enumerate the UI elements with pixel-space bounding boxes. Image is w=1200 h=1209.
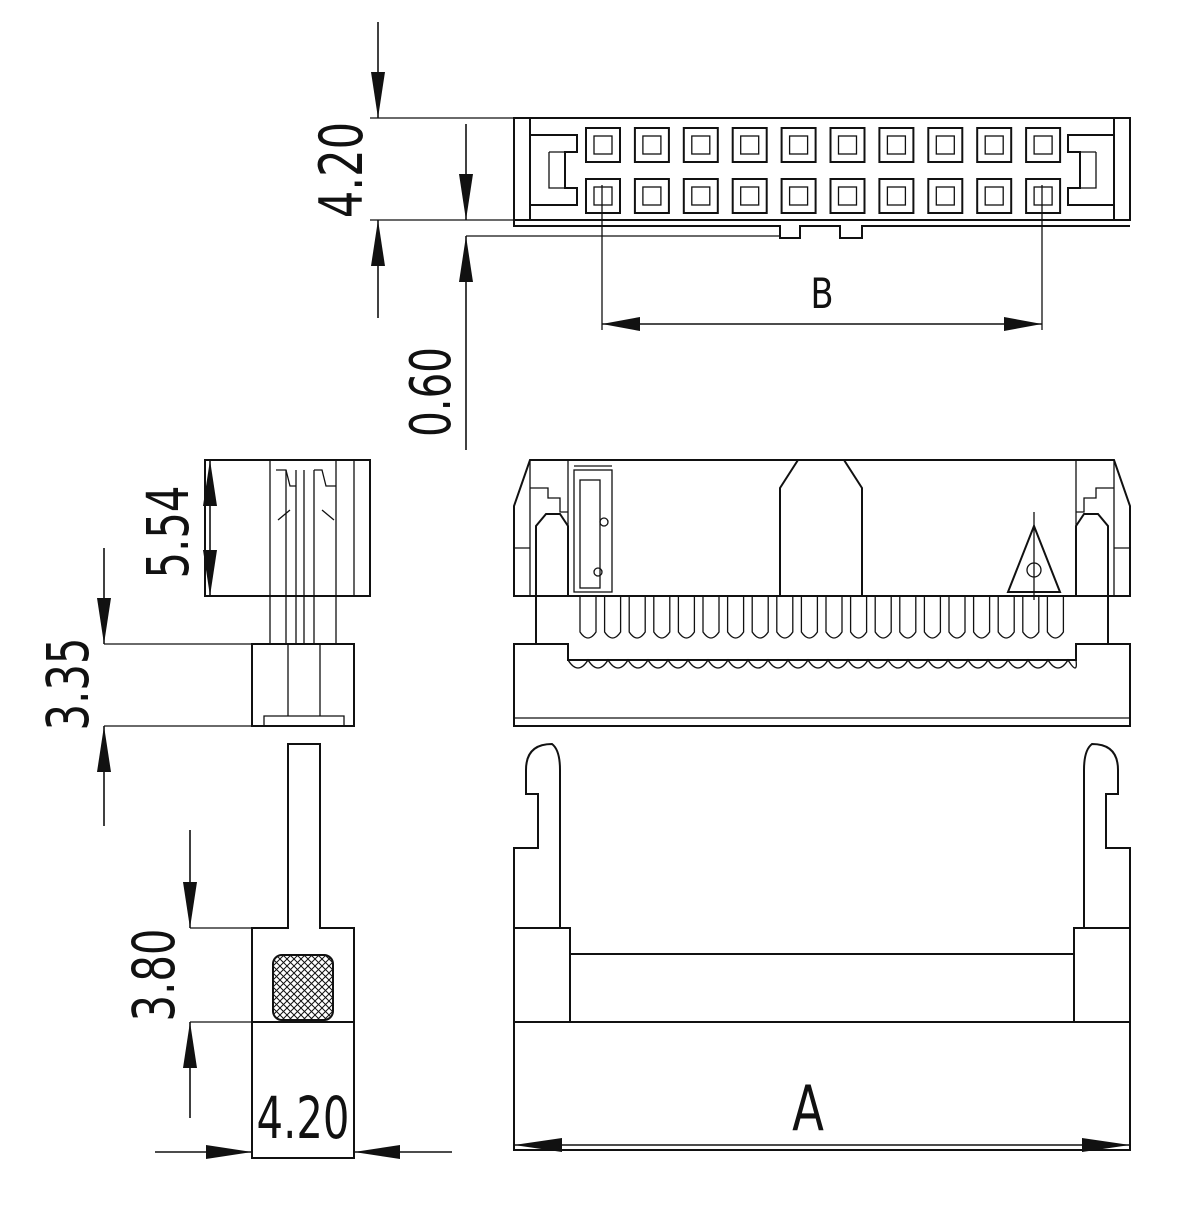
contact-pin — [849, 596, 868, 639]
contact-pin — [751, 596, 769, 639]
front-view — [513, 459, 1131, 1151]
contact-pin — [923, 596, 942, 639]
contact-hole-inner — [984, 135, 1004, 155]
contact-pin — [579, 596, 597, 639]
contact-pin — [1046, 596, 1065, 639]
contact-hole-inner — [935, 186, 955, 206]
contact-hole — [927, 178, 964, 214]
contact-hole — [976, 178, 1013, 214]
contact-hole-inner — [935, 135, 955, 155]
overall-dimension: A — [514, 1072, 1130, 1152]
contact-hole-inner — [740, 186, 760, 206]
contact-pin — [726, 596, 745, 639]
contact-pin — [874, 596, 892, 639]
pitch-label: B — [810, 269, 833, 318]
contact-pin — [603, 596, 622, 639]
contact-hole — [682, 127, 719, 163]
contact-hole-inner — [642, 135, 662, 155]
contact-hole — [731, 178, 768, 214]
contact-hole-inner — [984, 186, 1004, 206]
contact-hole — [731, 127, 768, 163]
contact-pin — [825, 596, 843, 639]
contact-hole — [1025, 127, 1062, 163]
contact-hole — [878, 178, 915, 214]
contact-pin — [653, 596, 671, 639]
top-offset-dimension: 0.60 — [398, 124, 473, 450]
contact-hole-inner — [788, 186, 809, 206]
contact-hole-inner — [1033, 186, 1053, 206]
contact-pin — [776, 596, 794, 639]
contact-hole-inner — [642, 186, 662, 206]
hatched-grip — [272, 954, 334, 1021]
contact-hole-inner — [886, 135, 907, 155]
contact-hole-inner — [788, 135, 809, 155]
contact-hole — [927, 127, 964, 163]
contact-hole-inner — [593, 186, 613, 206]
contact-hole-inner — [837, 186, 858, 206]
contact-pin — [677, 596, 696, 639]
latch-height-dimension: 3.80 — [120, 830, 252, 1118]
body-height-label: 5.54 — [134, 486, 202, 579]
contact-hole — [829, 127, 866, 163]
base-width-dimension: 4.20 — [155, 1084, 452, 1159]
contact-hole-inner — [691, 135, 711, 155]
contact-pin — [997, 596, 1015, 639]
contact-hole-inner — [1033, 135, 1053, 155]
side-view — [204, 459, 371, 1159]
contact-pin — [1022, 596, 1040, 639]
contact-hole — [780, 127, 817, 163]
top-offset-label: 0.60 — [398, 347, 463, 437]
contact-pin — [899, 596, 917, 639]
contact-pin — [800, 596, 819, 639]
overall-label: A — [792, 1072, 824, 1144]
pin-height-dimension: 3.35 — [34, 548, 252, 826]
contact-hole — [878, 127, 915, 163]
contact-hole — [780, 178, 817, 214]
contact-hole-inner — [837, 135, 858, 155]
contact-hole — [633, 127, 670, 163]
base-width-label: 4.20 — [257, 1084, 350, 1152]
contact-hole — [682, 178, 719, 214]
contact-hole — [585, 127, 621, 163]
contact-holes — [585, 127, 1062, 214]
pin-height-label: 3.35 — [34, 638, 102, 731]
top-view — [466, 117, 1131, 239]
contact-pin — [702, 596, 720, 639]
contact-hole — [829, 178, 866, 214]
contact-hole-inner — [593, 135, 613, 155]
contact-pin — [972, 596, 991, 639]
contact-hole — [585, 178, 621, 214]
contact-hole-inner — [691, 186, 711, 206]
contact-hole-inner — [740, 135, 760, 155]
contact-hole — [976, 127, 1013, 163]
pitch-dimension: B — [601, 185, 1043, 331]
contact-pins — [579, 596, 1065, 639]
contact-hole — [1025, 178, 1062, 214]
latch-height-label: 3.80 — [120, 929, 188, 1022]
contact-hole — [633, 178, 670, 214]
top-height-label: 4.20 — [307, 122, 377, 218]
body-height-dimension: 5.54 — [134, 460, 217, 596]
top-height-dimension: 4.20 — [307, 22, 514, 318]
contact-pin — [948, 596, 966, 639]
contact-pin — [628, 596, 646, 639]
contact-hole-inner — [886, 186, 907, 206]
